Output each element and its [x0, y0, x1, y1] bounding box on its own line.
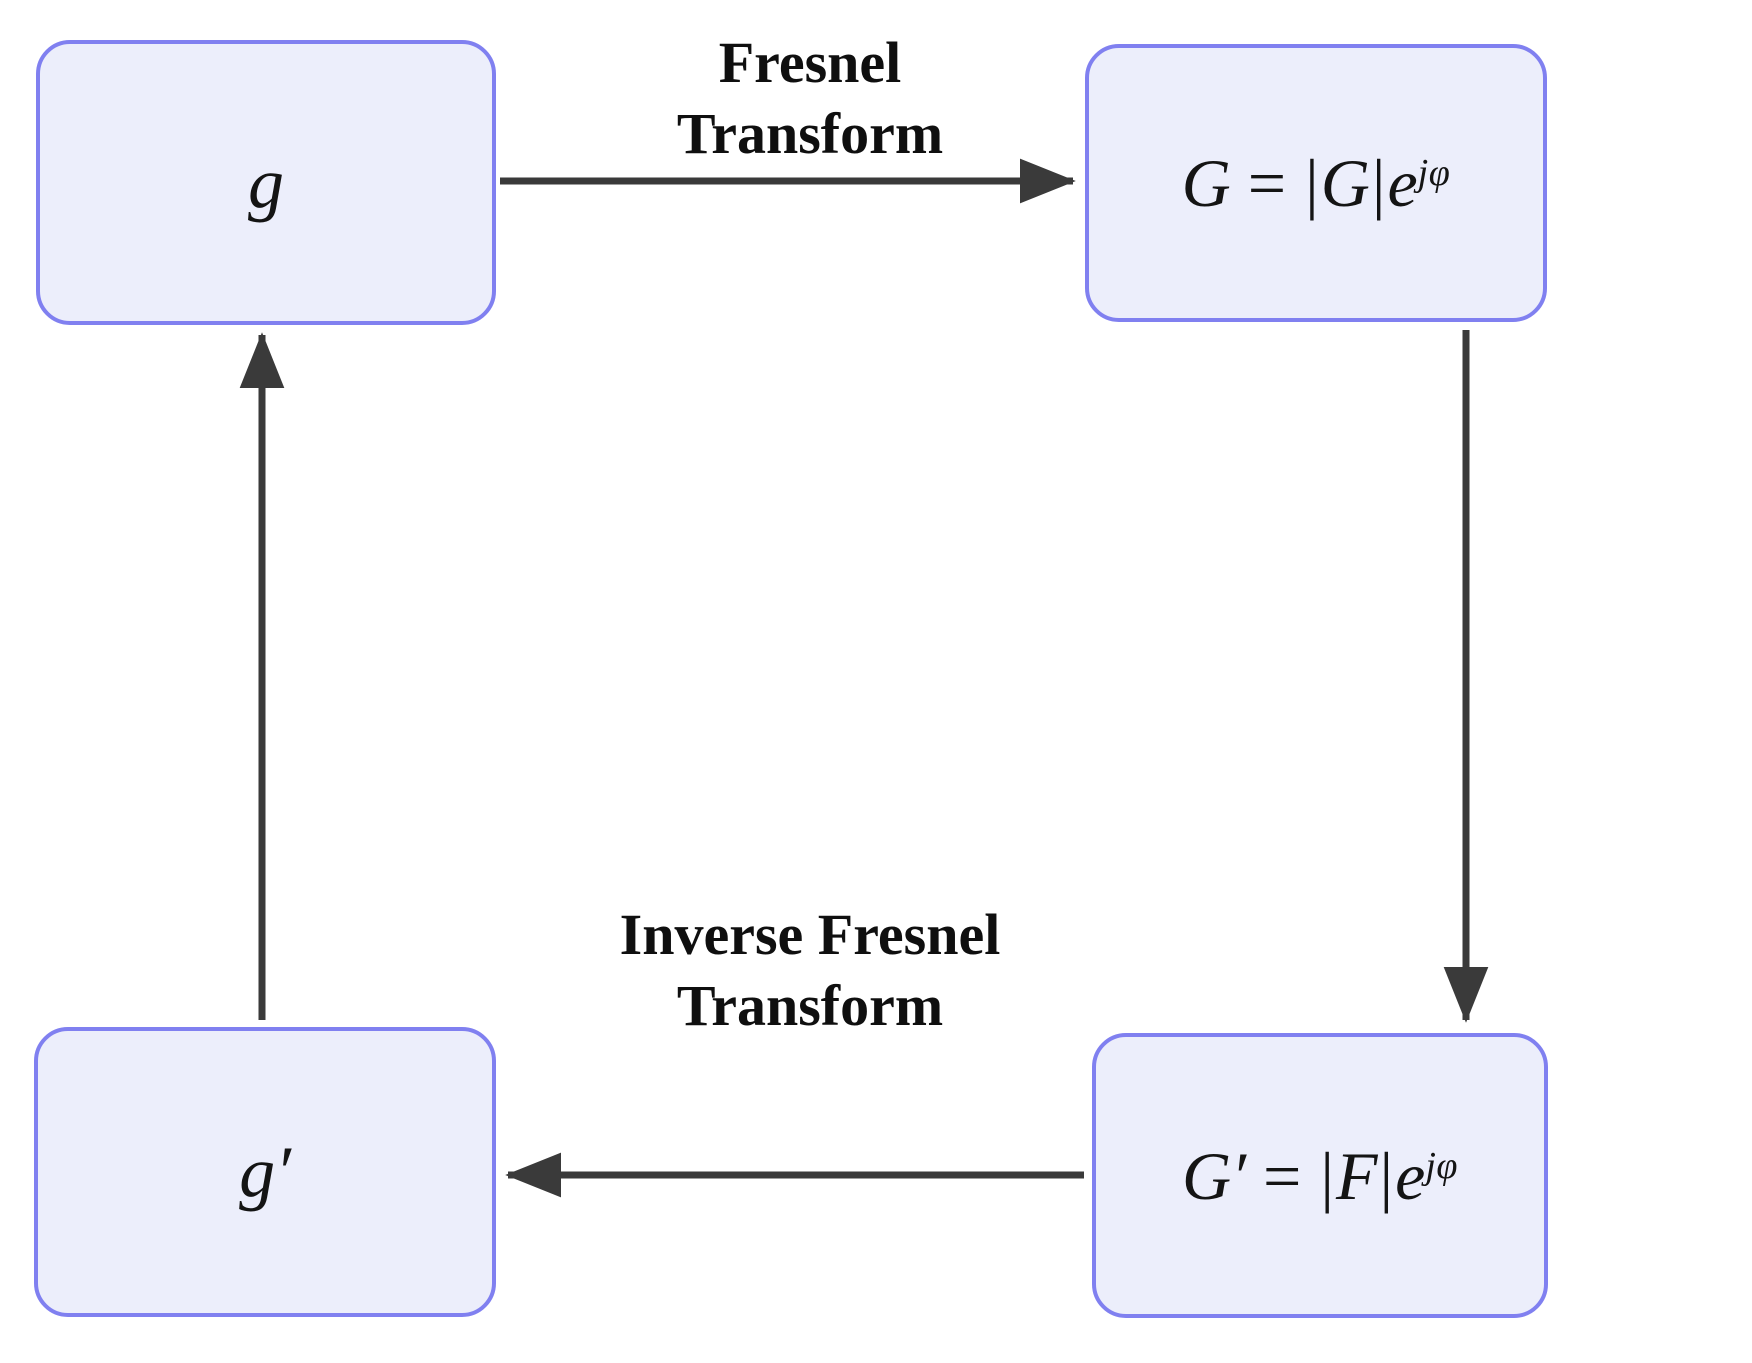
node-label-g: g [248, 142, 284, 223]
node-recovered-object-plane-field[interactable]: g′ [34, 1027, 496, 1317]
symbol-G: G [1182, 1137, 1232, 1214]
edge-label-line-2: Transform [676, 972, 944, 1038]
prime-mark: ′ [1231, 1137, 1246, 1214]
edge-label-inverse-fresnel-transform: Inverse Fresnel Transform [500, 900, 1120, 1042]
magnitude-G: G [1320, 145, 1370, 221]
exponential-base: e [1387, 145, 1418, 221]
node-constrained-fresnel-domain-field[interactable]: G′ = |F|ejφ [1092, 1033, 1548, 1318]
abs-bar-right: | [1371, 145, 1386, 221]
node-label-g-prime: g′ [239, 1136, 291, 1208]
edge-label-line-1: Inverse Fresnel [619, 902, 1001, 967]
abs-bar-left: | [1320, 1137, 1334, 1214]
prime-mark: ′ [275, 1132, 291, 1212]
exponential-power: jφ [1425, 1144, 1458, 1187]
exponential-power: jφ [1417, 152, 1451, 195]
edge-label-fresnel-transform: Fresnel Transform [560, 28, 1060, 170]
abs-bar-left: | [1305, 145, 1319, 221]
node-label-G-prime: G′ = |F|ejφ [1182, 1142, 1458, 1210]
node-fresnel-domain-field[interactable]: G = |G|ejφ [1085, 44, 1547, 322]
abs-bar-right: | [1379, 1137, 1394, 1214]
edge-label-line-1: Fresnel [718, 30, 902, 95]
equals-sign: = [1262, 1137, 1302, 1214]
symbol-G: G [1181, 145, 1231, 221]
edge-label-line-2: Transform [676, 100, 944, 166]
node-label-G: G = |G|ejφ [1182, 149, 1451, 217]
magnitude-F: F [1335, 1137, 1378, 1214]
symbol-g: g [239, 1132, 276, 1212]
equals-sign: = [1247, 145, 1287, 221]
exponential-base: e [1395, 1137, 1426, 1214]
node-object-plane-field[interactable]: g [36, 40, 496, 325]
